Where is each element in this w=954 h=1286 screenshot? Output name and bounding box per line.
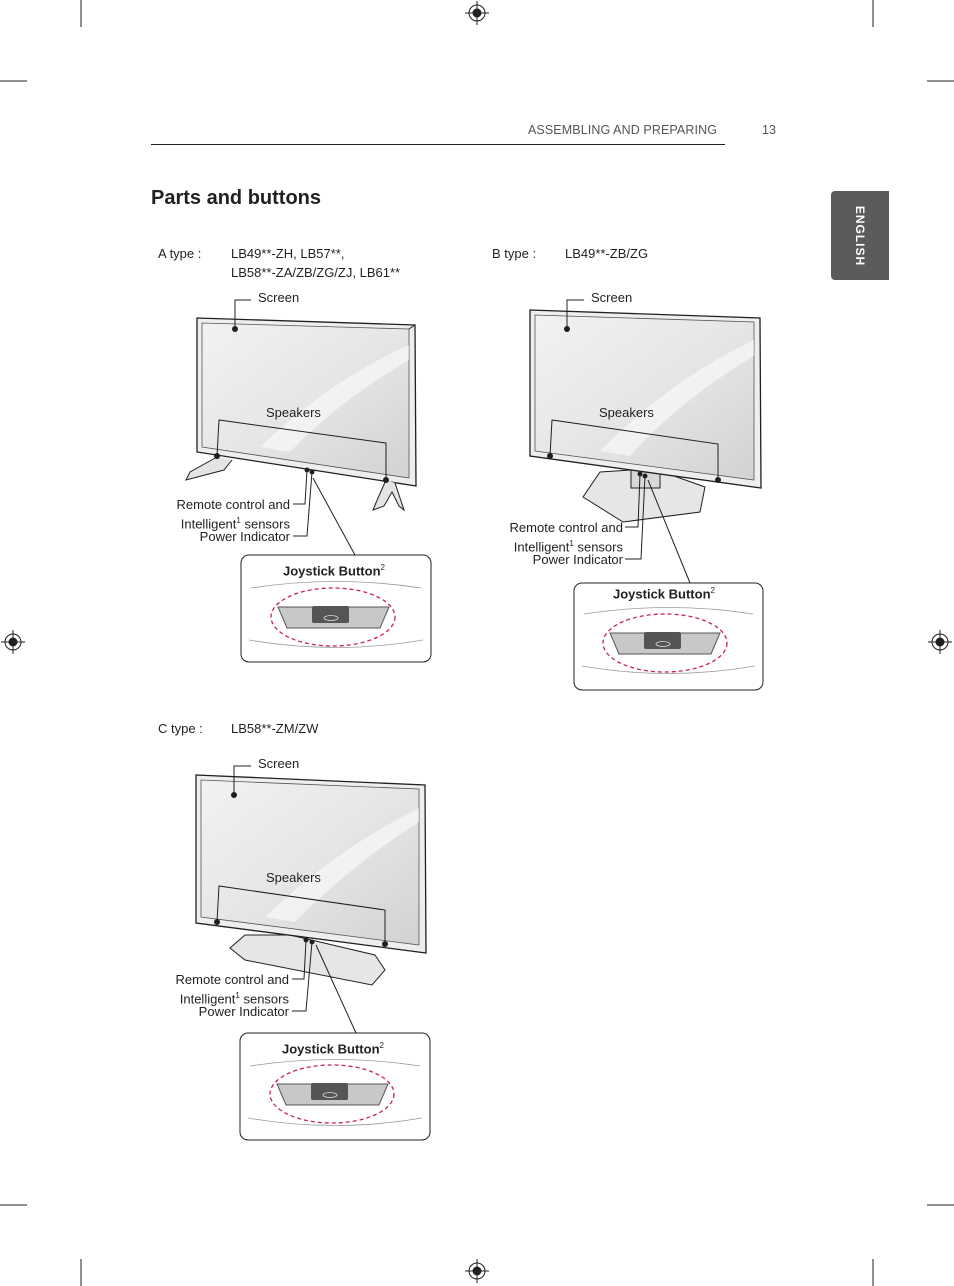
header-rule [151, 144, 725, 145]
b-power-indicator-label: Power Indicator [532, 552, 623, 567]
c-remote-label-2: Intelligent1 sensors [179, 991, 289, 1007]
a-speakers-label: Speakers [266, 405, 321, 420]
a-joystick-label: Joystick Button2 [283, 563, 385, 579]
language-tab: ENGLISH [831, 191, 889, 280]
b-type-models: LB49**-ZB/ZG [565, 246, 649, 261]
a-remote-label-2: Intelligent1 sensors [180, 516, 290, 532]
a-type-models-1: LB49**-ZH, LB57**, [231, 246, 345, 261]
a-power-indicator-label: Power Indicator [199, 529, 290, 544]
section-header: ASSEMBLING AND PREPARING [528, 123, 718, 137]
b-screen-label: Screen [591, 290, 633, 305]
a-type-models-2: LB58**-ZA/ZB/ZG/ZJ, LB61** [231, 265, 401, 280]
a-type-label: A type : [158, 246, 202, 261]
a-screen-label: Screen [258, 290, 300, 305]
page-title: Parts and buttons [151, 187, 322, 209]
c-type-models: LB58**-ZM/ZW [231, 721, 319, 736]
registration-mark-icon [465, 1, 489, 25]
page-number: 13 [762, 123, 777, 137]
b-type-label: B type : [492, 246, 537, 261]
b-remote-label-2: Intelligent1 sensors [513, 539, 623, 555]
b-remote-label-1: Remote control and [509, 520, 623, 535]
registration-mark-icon [1, 630, 25, 654]
c-screen-label: Screen [258, 756, 300, 771]
c-power-indicator-label: Power Indicator [198, 1004, 289, 1019]
b-speakers-label: Speakers [599, 405, 654, 420]
c-joystick-label: Joystick Button2 [282, 1041, 384, 1057]
c-type-label: C type : [158, 721, 203, 736]
b-joystick-label: Joystick Button2 [613, 586, 715, 602]
registration-mark-icon [928, 630, 952, 654]
a-remote-label-1: Remote control and [176, 497, 290, 512]
registration-mark-icon [465, 1259, 489, 1283]
c-remote-label-1: Remote control and [175, 972, 289, 987]
c-speakers-label: Speakers [266, 870, 321, 885]
